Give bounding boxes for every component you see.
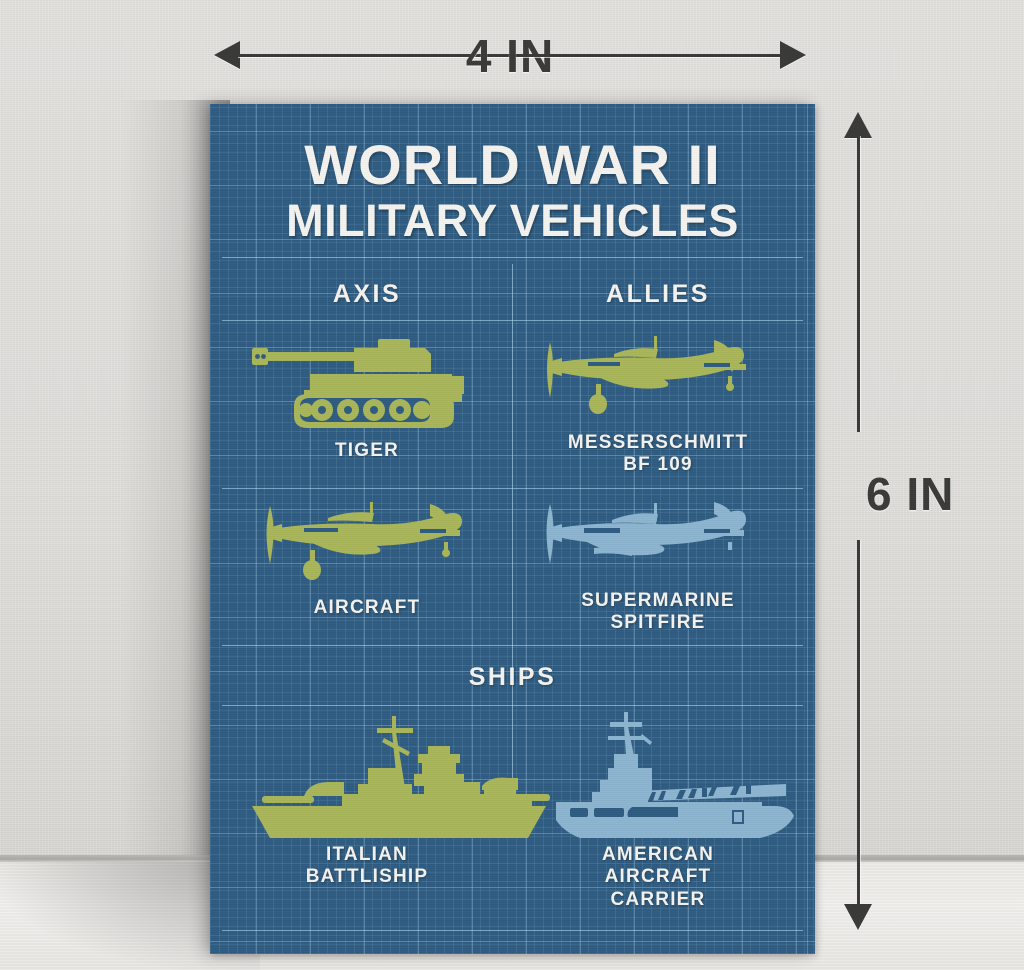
- item-label-messerschmitt-line2: BF 109: [623, 454, 693, 476]
- item-label-carrier-line2: AIRCRAFT: [604, 866, 712, 888]
- divider-bottom: [222, 930, 803, 931]
- dimension-line-left: [238, 54, 558, 57]
- item-label-messerschmitt: MESSERSCHMITT BF 109: [513, 432, 803, 477]
- item-label-messerschmitt-line1: MESSERSCHMITT: [567, 432, 749, 453]
- item-label-battleship-line1: ITALIAN: [326, 844, 408, 865]
- item-label-aircraft: AIRCRAFT: [313, 597, 421, 618]
- item-label-carrier-line3: CARRIER: [610, 888, 706, 910]
- item-label-battleship: ITALIAN BATTLISHIP: [222, 844, 512, 889]
- height-dimension-guide: 6 IN: [836, 112, 953, 930]
- item-label-spitfire: SUPERMARINE SPITFIRE: [513, 590, 803, 635]
- fighter-plane-icon: [528, 500, 754, 596]
- divider-below-ships-heading: [222, 705, 803, 706]
- dimension-line-right: [518, 54, 782, 57]
- width-dimension-guide: 4 IN: [214, 30, 806, 82]
- column-divider: [512, 264, 513, 795]
- arrow-up-icon: [844, 112, 872, 138]
- dimension-line-top: [857, 136, 860, 432]
- item-label-spitfire-line2: SPITFIRE: [610, 612, 706, 634]
- arrow-down-icon: [844, 904, 872, 930]
- poster-title-line1: WORLD WAR II: [304, 133, 721, 196]
- tank-icon: [250, 332, 480, 432]
- divider-row1-row2: [222, 488, 803, 489]
- arrow-right-icon: [780, 41, 806, 69]
- item-label-spitfire-line1: SUPERMARINE: [581, 590, 735, 611]
- dimension-line-bottom: [857, 540, 860, 906]
- item-label-battleship-line2: BATTLISHIP: [305, 866, 429, 888]
- item-label-carrier-line1: AMERICAN: [602, 844, 714, 865]
- aircraft-carrier-icon: [546, 710, 796, 842]
- item-label-carrier: AMERICAN AIRCRAFT CARRIER: [513, 844, 803, 911]
- battleship-icon: [246, 710, 558, 842]
- divider-above-section-headers: [222, 257, 803, 258]
- poster-title-line2: MILITARY VEHICLES: [286, 195, 739, 247]
- divider-above-ships-heading: [222, 645, 803, 646]
- section-heading-ships: SHIPS: [468, 663, 557, 691]
- arrow-left-icon: [214, 41, 240, 69]
- section-heading-allies: ALLIES: [606, 280, 710, 308]
- poster-title-block: WORLD WAR II MILITARY VEHICLES: [210, 136, 815, 244]
- poster-content: WORLD WAR II MILITARY VEHICLES AXIS ALLI…: [210, 104, 815, 954]
- section-heading-axis: AXIS: [332, 280, 402, 308]
- poster: WORLD WAR II MILITARY VEHICLES AXIS ALLI…: [210, 104, 815, 954]
- height-dimension-label: 6 IN: [866, 468, 955, 520]
- item-label-tiger: TIGER: [334, 440, 400, 461]
- fighter-plane-icon: [248, 500, 470, 596]
- fighter-plane-icon: [528, 332, 756, 432]
